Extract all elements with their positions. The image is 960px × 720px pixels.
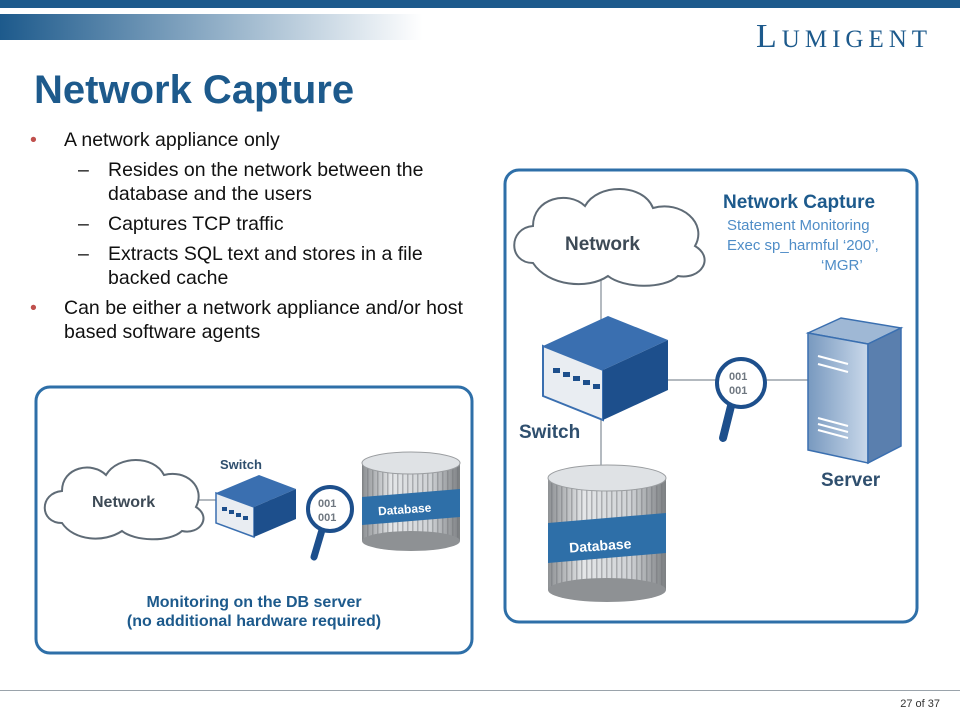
network-label: Network xyxy=(565,234,640,255)
database-label: Database xyxy=(569,535,632,555)
sub-bullet-2: –Captures TCP traffic xyxy=(30,212,470,236)
magnifier-bits-2: 001 xyxy=(318,512,336,524)
magnifier-icon: 001 001 xyxy=(306,485,354,561)
switch-label: Switch xyxy=(220,457,262,472)
switch-icon xyxy=(542,316,668,422)
sub-bullet-2-text: Captures TCP traffic xyxy=(108,213,284,235)
bullet-2: • Can be either a network appliance and/o… xyxy=(30,296,470,344)
magnifier-bits-1: 001 xyxy=(729,371,747,383)
dash-icon: – xyxy=(78,243,89,265)
caption-line-2: (no additional hardware required) xyxy=(127,613,381,630)
bullet-1: • A network appliance only xyxy=(30,128,470,152)
network-capture-diagram: Network Network Capture Statement Monito… xyxy=(503,168,919,624)
statement-line-1: Statement Monitoring xyxy=(727,217,870,234)
magnifier-bits-1: 001 xyxy=(318,498,336,510)
dash-icon: – xyxy=(78,159,89,181)
footer-divider xyxy=(0,690,960,691)
sub-bullet-3: –Extracts SQL text and stores in a file … xyxy=(30,242,470,290)
statement-line-2: Exec sp_harmful ‘200’, xyxy=(727,237,879,254)
switch-icon xyxy=(215,475,296,539)
caption-line-1: Monitoring on the DB server xyxy=(146,594,361,611)
lumigent-logo: LUMIGENT xyxy=(756,18,932,56)
network-label: Network xyxy=(92,494,155,511)
db-server-monitoring-diagram: Network Switch 001 001 Database Monitori… xyxy=(34,385,474,655)
statement-line-3: ‘MGR’ xyxy=(821,257,863,274)
dash-icon: – xyxy=(78,213,89,235)
bullet-1-text: A network appliance only xyxy=(64,129,280,151)
sub-bullet-1: –Resides on the network between the data… xyxy=(30,158,470,206)
server-label: Server xyxy=(821,470,881,491)
server-icon xyxy=(805,317,904,465)
logo-rest: UMIGENT xyxy=(781,26,933,53)
cloud-icon xyxy=(43,459,205,541)
logo-initial: L xyxy=(756,18,782,55)
bullet-2-text: Can be either a network appliance and/or… xyxy=(64,297,463,343)
slide-title: Network Capture xyxy=(34,68,355,112)
diagram-heading: Network Capture xyxy=(723,192,875,213)
bullet-list: •A network appliance only –Resides on th… xyxy=(30,128,470,350)
page-number: 27 of 37 xyxy=(900,698,940,710)
sub-bullet-3-text: Extracts SQL text and stores in a file b… xyxy=(108,243,423,289)
switch-label: Switch xyxy=(519,422,580,443)
cloud-icon xyxy=(513,188,706,287)
database-icon xyxy=(547,464,667,602)
bullet-dot-icon: • xyxy=(30,129,37,151)
database-icon xyxy=(361,451,461,551)
sub-bullet-1-text: Resides on the network between the datab… xyxy=(108,159,424,205)
header-band xyxy=(0,0,960,40)
bullet-dot-icon: • xyxy=(30,297,37,319)
magnifier-bits-2: 001 xyxy=(729,385,747,397)
database-label: Database xyxy=(378,501,433,519)
magnifier-icon: 001 001 xyxy=(715,357,767,442)
